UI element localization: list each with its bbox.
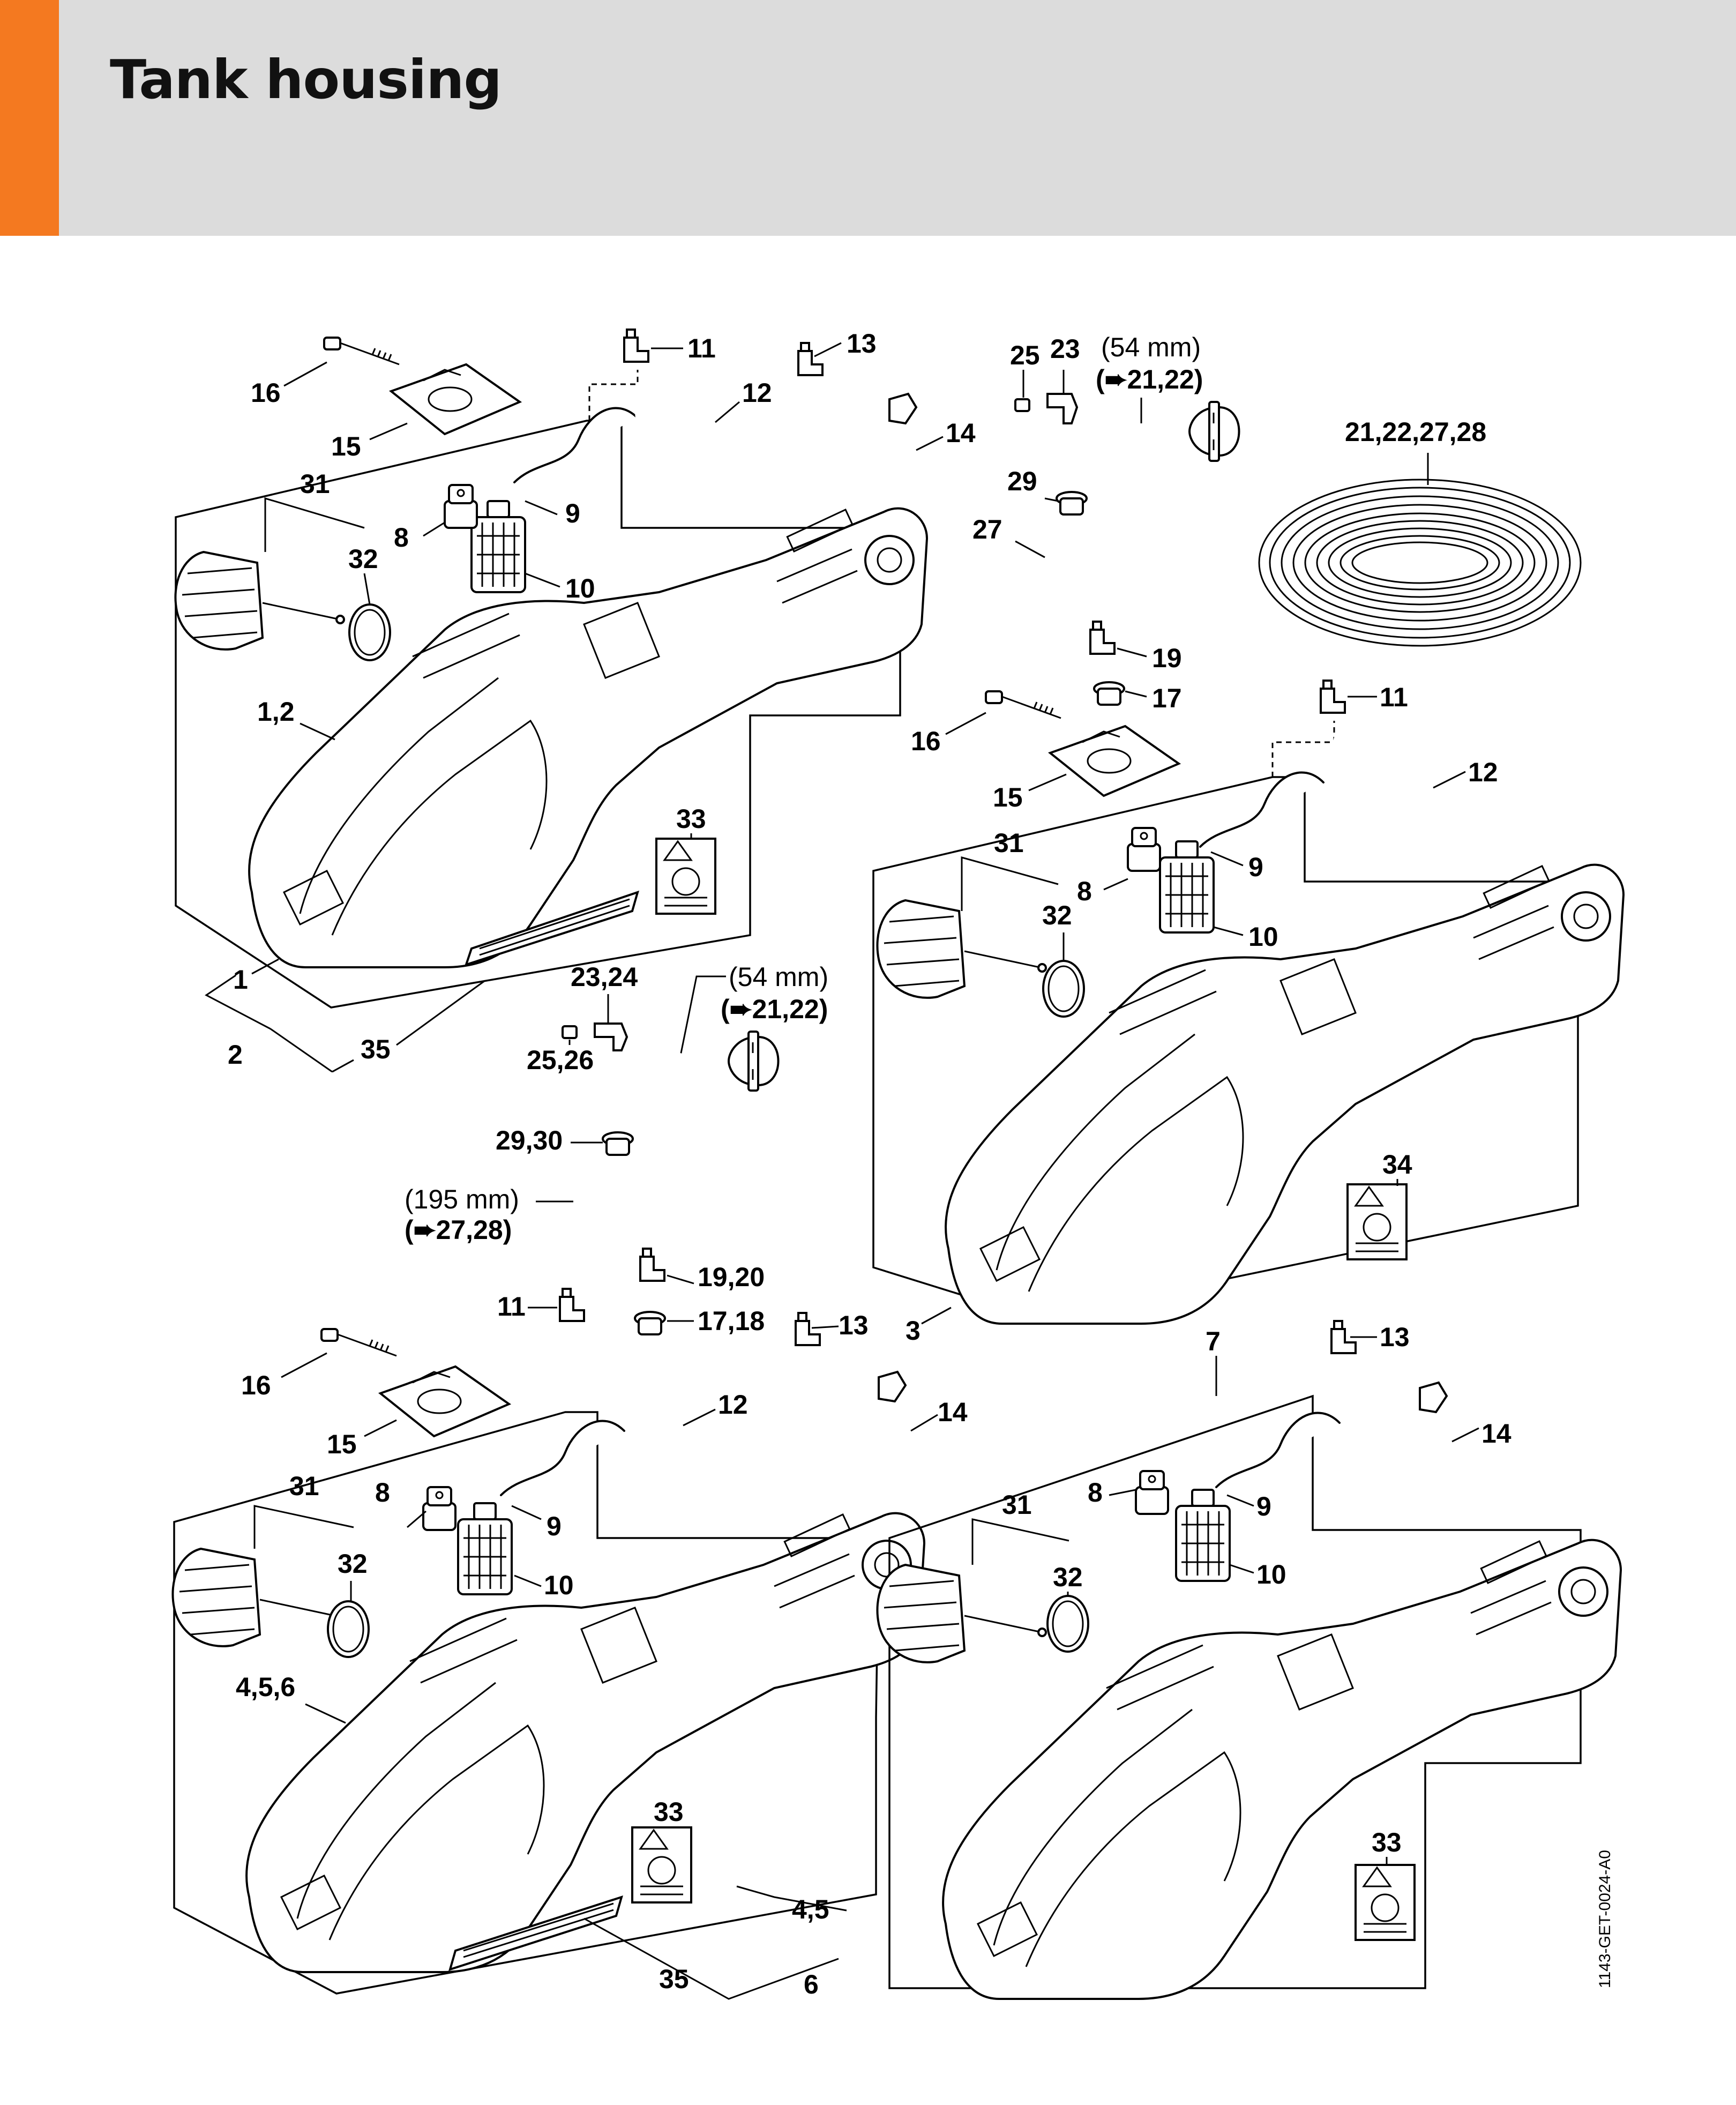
- callout-9: 9: [1256, 1491, 1271, 1521]
- length-195mm: (195 mm): [405, 1184, 519, 1214]
- ref-21-22: 21,22: [752, 994, 819, 1024]
- svg-text:(➨21,22): (➨21,22): [721, 994, 828, 1024]
- callout-4-5: 4,5: [792, 1894, 829, 1924]
- callout-8: 8: [1077, 876, 1092, 906]
- assembly-group-6: 16 15 12 13 14 31 8 9 32 10 4,5,6 33 4,5…: [171, 1310, 968, 2000]
- callout-2: 2: [228, 1040, 243, 1070]
- callout-32: 32: [1042, 900, 1072, 930]
- callout-17-18: 17,18: [698, 1306, 765, 1336]
- header-accent-bar: [0, 0, 59, 236]
- exploded-parts-diagram: 16 15 31 32 8 9 10 1,2 33 1 2 35 11: [171, 329, 1625, 2000]
- callout-21-22-27-28: 21,22,27,28: [1345, 417, 1486, 447]
- callout-12: 12: [718, 1390, 748, 1420]
- callout-33: 33: [676, 804, 706, 834]
- callout-9: 9: [1248, 852, 1263, 882]
- callout-15: 15: [993, 782, 1023, 812]
- length-54mm: (54 mm): [729, 962, 828, 992]
- callout-13: 13: [1380, 1322, 1410, 1352]
- callout-14: 14: [946, 418, 976, 448]
- callout-23-24: 23,24: [571, 962, 638, 992]
- callout-9: 9: [547, 1511, 562, 1541]
- callout-11: 11: [687, 333, 716, 363]
- callout-12: 12: [742, 378, 772, 408]
- callout-10: 10: [544, 1570, 574, 1600]
- page-title: Tank housing: [110, 48, 502, 111]
- ref-27-28: 27,28: [436, 1215, 503, 1245]
- callout-34: 34: [1382, 1149, 1412, 1180]
- assembly-group-4: 16 15 11 12 31 8 9 32 10 34 3: [872, 680, 1625, 1346]
- callout-16: 16: [251, 378, 281, 408]
- callout-10: 10: [565, 573, 595, 603]
- ref-arrow-icon: ➨: [1105, 364, 1128, 394]
- callout-6: 6: [804, 1969, 819, 1999]
- callout-4-5-6: 4,5,6: [236, 1672, 295, 1702]
- callout-12: 12: [1468, 757, 1498, 787]
- callout-7: 7: [1206, 1326, 1221, 1356]
- svg-text:(➨27,28): (➨27,28): [405, 1215, 512, 1245]
- callout-32: 32: [348, 544, 378, 574]
- callout-10: 10: [1256, 1559, 1286, 1589]
- callout-23: 23: [1050, 334, 1080, 364]
- callout-29: 29: [1007, 466, 1037, 496]
- callout-9: 9: [565, 498, 580, 528]
- callout-25: 25: [1010, 340, 1040, 370]
- drawing-code: 1143-GET-0024-A0: [1596, 1850, 1614, 1988]
- callout-17: 17: [1152, 683, 1182, 713]
- ref-21-22: 21,22: [1127, 364, 1194, 394]
- callout-32: 32: [1053, 1562, 1083, 1592]
- assembly-group-5: 23,24 (54 mm) (➨21,22) 25,26 29,30 (195 …: [405, 962, 828, 1336]
- assembly-group-3: 25 23 (54 mm) (➨21,22) 29 27 19 17: [972, 332, 1582, 713]
- callout-11: 11: [497, 1292, 526, 1322]
- callout-31: 31: [300, 469, 330, 499]
- svg-text:(➨21,22): (➨21,22): [1096, 364, 1203, 394]
- fuel-pump-part: [174, 551, 345, 651]
- callout-11: 11: [1380, 682, 1408, 712]
- callout-29-30: 29,30: [496, 1125, 563, 1155]
- callout-25-26: 25,26: [527, 1045, 594, 1075]
- callout-8: 8: [394, 522, 409, 553]
- callout-16: 16: [241, 1370, 271, 1400]
- callout-14: 14: [1481, 1419, 1511, 1449]
- callout-8: 8: [375, 1477, 390, 1507]
- callout-31: 31: [994, 828, 1024, 858]
- callout-32: 32: [338, 1549, 368, 1579]
- callout-33: 33: [1372, 1827, 1402, 1857]
- assembly-group-2: 11 12 13 14: [588, 329, 976, 511]
- callout-14: 14: [938, 1397, 968, 1427]
- callout-13: 13: [847, 329, 877, 359]
- callout-31: 31: [289, 1471, 319, 1501]
- length-54mm: (54 mm): [1101, 332, 1201, 362]
- callout-19-20: 19,20: [698, 1262, 765, 1292]
- fuel-hose-coil: [1258, 479, 1582, 647]
- callout-35: 35: [361, 1034, 391, 1064]
- callout-19: 19: [1152, 643, 1182, 673]
- callout-27: 27: [972, 514, 1002, 544]
- callout-1: 1: [233, 965, 248, 995]
- assembly-group-7: 7 13 14 31 8 9 32 10 33: [876, 1320, 1622, 2000]
- callout-3: 3: [906, 1316, 921, 1346]
- callout-15: 15: [327, 1429, 357, 1459]
- assembly-group-1: 16 15 31 32 8 9 10 1,2 33 1 2 35: [174, 337, 928, 1073]
- callout-10: 10: [1248, 922, 1278, 952]
- ref-arrow-icon: ➨: [730, 994, 753, 1024]
- callout-1-2: 1,2: [257, 697, 295, 727]
- callout-35: 35: [659, 1964, 689, 1994]
- callout-8: 8: [1088, 1477, 1103, 1507]
- callout-15: 15: [331, 431, 361, 461]
- callout-31: 31: [1002, 1490, 1032, 1520]
- callout-16: 16: [911, 726, 941, 756]
- callout-13: 13: [839, 1310, 869, 1340]
- ref-arrow-icon: ➨: [414, 1215, 437, 1245]
- page-header: [0, 0, 1736, 236]
- callout-33: 33: [654, 1797, 684, 1827]
